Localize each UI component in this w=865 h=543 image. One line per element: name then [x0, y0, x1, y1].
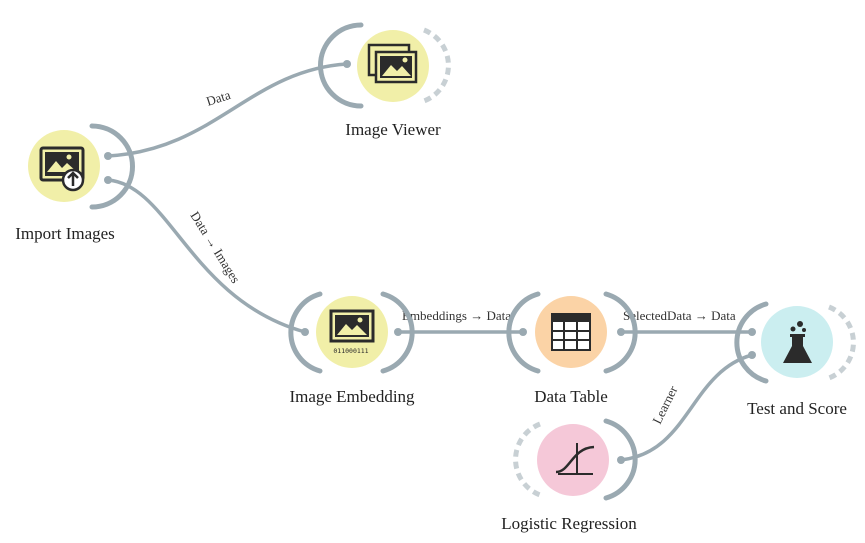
- import-images-icon: [39, 146, 85, 192]
- link-label-embeddings-data: Embeddings → Data: [402, 308, 511, 323]
- node-test-and-score[interactable]: Test and Score: [734, 301, 856, 418]
- node-bracket-input: [288, 291, 323, 374]
- node-bracket-output: [603, 291, 638, 374]
- node-bracket-input-empty: [513, 421, 541, 498]
- node-bracket-input: [734, 301, 769, 384]
- node-image-viewer[interactable]: Image Viewer: [318, 22, 451, 139]
- link-label-learner: Learner: [649, 383, 680, 426]
- node-image-embedding[interactable]: 011000111 Image Embedding: [288, 291, 415, 406]
- node-bracket-output: [89, 123, 135, 210]
- node-title-image-embedding: Image Embedding: [289, 387, 415, 406]
- node-logistic-regression[interactable]: Logistic Regression: [501, 418, 638, 533]
- node-title-import-images: Import Images: [15, 224, 115, 243]
- link-label-data: Data: [204, 87, 232, 109]
- node-bracket-output: [603, 418, 638, 501]
- node-import-images[interactable]: Import Images: [15, 123, 135, 243]
- node-title-data-table: Data Table: [534, 387, 608, 406]
- link-anchors: [104, 60, 756, 464]
- node-bracket-input: [318, 22, 364, 109]
- node-bracket-input: [506, 291, 541, 374]
- link-logreg-to-score[interactable]: [619, 353, 754, 462]
- link-label-selected-data: SelectedData → Data: [623, 308, 736, 323]
- logistic-regression-icon: [555, 443, 595, 475]
- data-table-icon: [551, 313, 591, 351]
- embedding-binary-text: 011000111: [333, 347, 368, 355]
- link-label-data-images: Data → Images: [187, 209, 243, 286]
- image-embedding-icon: [329, 309, 375, 343]
- links: [106, 62, 754, 462]
- image-viewer-icon: [367, 43, 418, 84]
- node-title-logistic-regression: Logistic Regression: [501, 514, 637, 533]
- node-data-table[interactable]: Data Table: [506, 291, 638, 406]
- node-bracket-output: [380, 291, 415, 374]
- link-import-to-embedding[interactable]: [106, 178, 307, 334]
- node-title-test-and-score: Test and Score: [747, 399, 847, 418]
- link-import-to-viewer[interactable]: [106, 62, 349, 158]
- test-and-score-icon: [783, 321, 812, 363]
- node-title-image-viewer: Image Viewer: [345, 120, 441, 139]
